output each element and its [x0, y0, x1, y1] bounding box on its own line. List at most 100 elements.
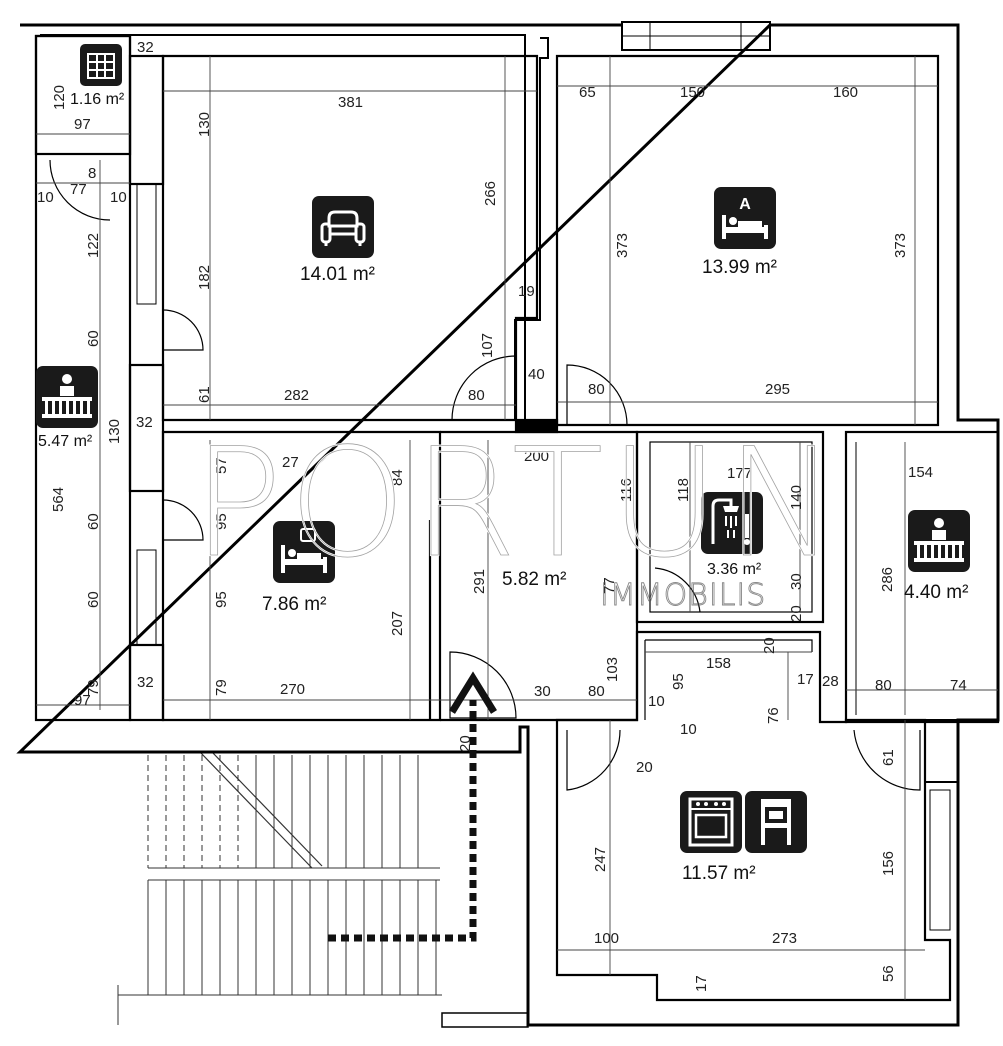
dimension-lines — [36, 56, 998, 1000]
dimension-label: 177 — [727, 465, 752, 482]
dimension-label: 273 — [772, 930, 797, 947]
dimension-label: 57 — [213, 457, 230, 474]
balcony-icon — [36, 366, 98, 428]
dimension-label: 61 — [196, 386, 213, 403]
dimension-label: 103 — [604, 657, 621, 682]
dimension-label: 291 — [471, 569, 488, 594]
dimension-label: 107 — [479, 333, 496, 358]
dimension-label: 120 — [51, 85, 68, 110]
area-labels: 1.16 m² 14.01 m² 13.99 m² 5.47 m² 7.86 m… — [38, 91, 968, 884]
dimension-label: 8 — [88, 165, 96, 182]
dimension-label: 200 — [524, 448, 549, 465]
dimension-label: 60 — [85, 330, 102, 347]
area-label-bedroom-small: 7.86 m² — [262, 594, 326, 615]
dimension-label: 30 — [534, 683, 551, 700]
dimension-label: 122 — [85, 233, 102, 258]
dimension-label: 247 — [592, 847, 609, 872]
dimension-label: 564 — [50, 487, 67, 512]
dimension-label: 130 — [106, 419, 123, 444]
dimension-label: 17 — [797, 671, 814, 688]
dimension-label: 373 — [892, 233, 909, 258]
dimension-label: 160 — [833, 84, 858, 101]
dimension-label: 80 — [875, 677, 892, 694]
dimension-label: 154 — [908, 464, 933, 481]
dimension-label: 140 — [788, 485, 805, 510]
dimension-label: 182 — [196, 265, 213, 290]
dimension-labels: 32 120 97 10 8 77 10 381 130 266 65 150 … — [37, 39, 967, 992]
dimension-label: 10 — [37, 189, 54, 206]
dimension-label: 61 — [880, 749, 897, 766]
area-label-storage: 1.16 m² — [70, 91, 125, 108]
watermark: PORTUN PORTUN IMMOBILIS — [191, 416, 843, 614]
dimension-label: 30 — [788, 573, 805, 590]
svg-text:IMMOBILIS: IMMOBILIS — [600, 578, 766, 613]
dimension-label: 97 — [74, 116, 91, 133]
dimension-label: 207 — [389, 611, 406, 636]
dimension-label: 76 — [765, 707, 782, 724]
outer-walls — [16, 21, 1000, 1028]
dimension-label: 77 — [601, 577, 618, 594]
dimension-label: 60 — [85, 591, 102, 608]
dimension-label: 118 — [675, 478, 692, 502]
dimension-label: 20 — [761, 637, 778, 654]
dimension-label: 95 — [213, 513, 230, 530]
dimension-label: 156 — [880, 851, 897, 876]
dimension-label: 20 — [457, 735, 474, 752]
area-label-kitchen: 11.57 m² — [682, 863, 756, 884]
dimension-label: 28 — [822, 673, 839, 690]
area-label-balcony-west: 5.47 m² — [38, 433, 93, 450]
dimension-label: 95 — [213, 591, 230, 608]
dimension-label: 56 — [880, 965, 897, 982]
dimension-label: 74 — [950, 677, 967, 694]
dimension-label: 32 — [137, 674, 154, 691]
dimension-label: 381 — [338, 94, 363, 111]
bed-icon — [273, 521, 335, 583]
storage-icon — [80, 44, 122, 86]
dimension-label: 60 — [85, 513, 102, 530]
entry-path — [328, 671, 497, 942]
room-walls — [34, 34, 1000, 1002]
dimension-label: 20 — [788, 605, 805, 622]
dimension-label: 79 — [85, 679, 102, 696]
dimension-label: 10 — [110, 189, 127, 206]
dimension-label: 19 — [518, 283, 535, 300]
door-swings — [49, 159, 921, 791]
dimension-label: 95 — [670, 673, 687, 690]
shower-icon — [701, 492, 763, 554]
dimension-label: 17 — [693, 975, 710, 992]
dimension-label: 20 — [636, 759, 653, 776]
bed-icon: A — [714, 187, 776, 249]
dimension-label: 80 — [468, 387, 485, 404]
dimension-label: 79 — [213, 679, 230, 696]
dimension-label: 10 — [648, 693, 665, 710]
dimension-label: 32 — [136, 414, 153, 431]
dimension-label: 286 — [879, 567, 896, 592]
dimension-label: 10 — [680, 721, 697, 738]
balcony-icon — [908, 510, 970, 572]
chair-icon — [745, 791, 807, 853]
dimension-label: 130 — [196, 112, 213, 137]
armchair-icon — [312, 196, 374, 258]
dimension-label: 97 — [74, 692, 91, 709]
svg-text:A: A — [739, 196, 751, 213]
dimension-label: 158 — [706, 655, 731, 672]
area-label-bathroom: 3.36 m² — [707, 561, 762, 578]
svg-text:PORTUN: PORTUN — [192, 417, 843, 591]
stove-icon — [680, 791, 742, 853]
dimension-label: 40 — [528, 366, 545, 383]
area-label-hallway: 5.82 m² — [502, 569, 566, 590]
dimension-label: 27 — [282, 454, 299, 471]
dimension-label: 65 — [579, 84, 596, 101]
dimension-label: 80 — [588, 381, 605, 398]
dimension-label: 84 — [389, 469, 406, 486]
svg-text:PORTUN: PORTUN — [192, 417, 843, 591]
dimension-label: 373 — [614, 233, 631, 258]
area-label-living: 14.01 m² — [300, 264, 375, 285]
dimension-label: 282 — [284, 387, 309, 404]
staircase — [117, 751, 442, 1025]
dimension-label: 100 — [594, 930, 619, 947]
dimension-label: 150 — [680, 84, 705, 101]
area-label-balcony-east: 4.40 m² — [904, 582, 968, 603]
dimension-label: 80 — [588, 683, 605, 700]
